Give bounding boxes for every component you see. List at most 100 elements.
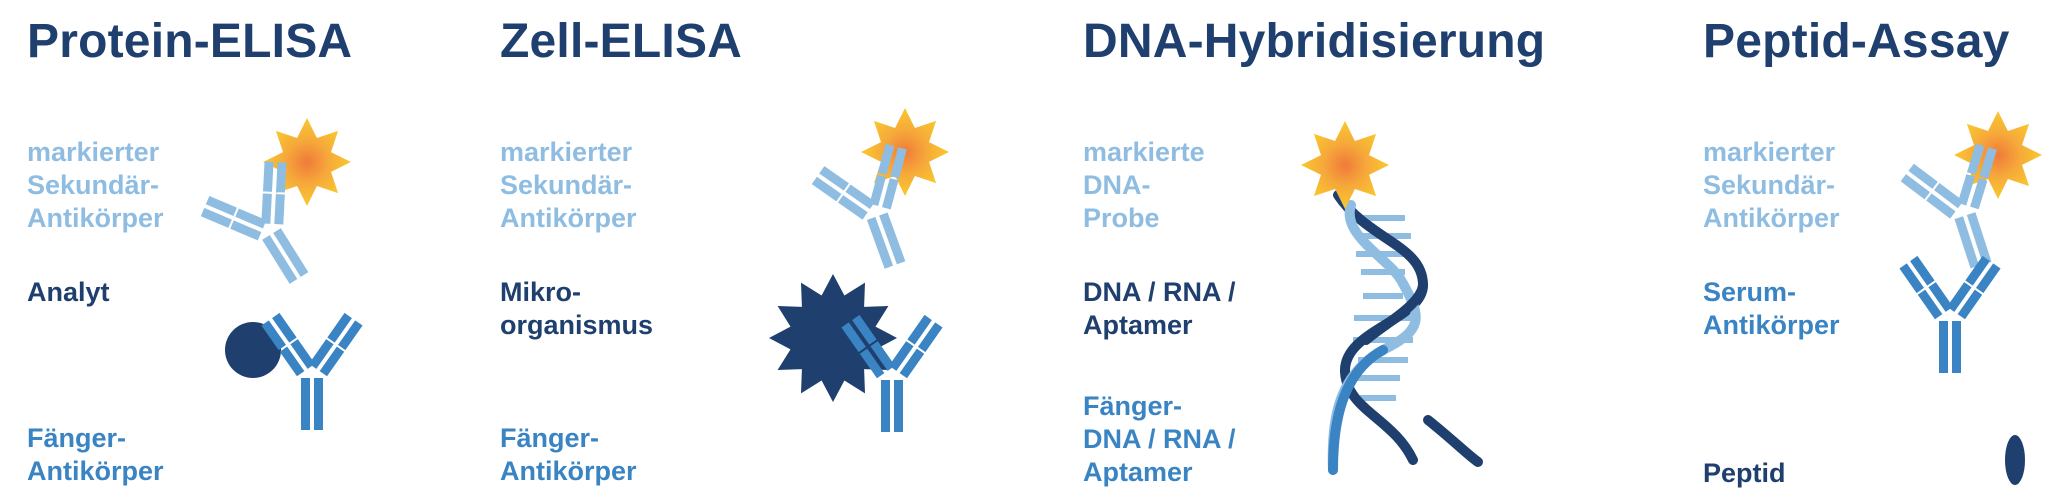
antibody-arm-bar bbox=[852, 314, 877, 345]
antibody-arm-bar bbox=[890, 147, 907, 179]
cell-microorganism-icon bbox=[769, 274, 897, 402]
star-label-icon bbox=[263, 118, 351, 206]
antibody-arm-bar bbox=[1900, 174, 1930, 200]
secondary-antibody-icon bbox=[200, 161, 309, 284]
label-capture-dna: Fänger- DNA / RNA / Aptamer bbox=[1083, 391, 1236, 487]
label-secondary-antibody: markierter Sekundär- Antikörper bbox=[27, 137, 164, 233]
antibody-arm-bar bbox=[1917, 289, 1943, 320]
antibody-arm-bar bbox=[235, 208, 267, 229]
label-capture-antibody: Fänger- Antikörper bbox=[500, 423, 637, 486]
label-microorganism: Mikro- organismus bbox=[500, 277, 654, 340]
label-serum-antibody: Serum- Antikörper bbox=[1703, 277, 1840, 340]
antibody-arm-bar bbox=[262, 161, 274, 192]
antibody-hinge bbox=[1939, 317, 1961, 321]
antibody-arm-bar bbox=[230, 220, 262, 241]
star-label-icon bbox=[1301, 121, 1389, 209]
antibody-arm-right bbox=[888, 314, 943, 379]
capture-antibody-icon bbox=[261, 312, 363, 430]
antibody-arm-bar bbox=[837, 195, 868, 220]
antibody-arm-bar bbox=[275, 162, 287, 193]
antibody-arm-bar bbox=[870, 341, 896, 371]
panel-zell-elisa: Zell-ELISA markierter Sekundär- Antikörp… bbox=[500, 0, 960, 503]
antibody-stem-bar bbox=[301, 378, 310, 430]
antibody-arm-bar bbox=[882, 178, 899, 210]
antibody-arm-bar bbox=[1975, 263, 2001, 294]
dna-base-pair bbox=[1353, 337, 1413, 343]
antibody-arm-bar bbox=[1965, 255, 1990, 286]
antibody-arm-bar bbox=[261, 320, 287, 351]
antibody-arm-left bbox=[1900, 163, 1964, 219]
dna-base-pair bbox=[1356, 375, 1400, 381]
antibody-arm-bar bbox=[841, 322, 867, 353]
protein-elisa-illustration bbox=[200, 118, 363, 430]
antibody-arm-bar bbox=[819, 166, 849, 191]
antibody-arm-bar bbox=[917, 322, 943, 353]
secondary-antibody-icon bbox=[1900, 143, 1997, 269]
antibody-arm-bar bbox=[899, 348, 925, 379]
secondary-antibody-icon bbox=[811, 143, 907, 269]
serum-antibody-icon bbox=[1899, 255, 2001, 373]
antibody-stem-bar bbox=[894, 380, 903, 432]
antibody-arm-left bbox=[261, 312, 316, 377]
panel-protein-elisa: Protein-ELISA markierter Sekundär- Antik… bbox=[27, 0, 447, 503]
antibody-stem-bar bbox=[1954, 216, 1980, 269]
capture-antibody-icon bbox=[841, 314, 943, 432]
dna-base-pair bbox=[1361, 215, 1405, 221]
antibody-arm-bar bbox=[200, 207, 232, 228]
antibody-arm-bar bbox=[1899, 263, 1925, 294]
antibody-hinge bbox=[301, 374, 323, 378]
label-dna-rna-aptamer: DNA / RNA / Aptamer bbox=[1083, 277, 1236, 340]
antibody-hinge bbox=[881, 376, 903, 380]
peptide-icon bbox=[2005, 435, 2025, 485]
antibody-arm-bar bbox=[1967, 143, 1985, 175]
antibody-arm-bar bbox=[290, 339, 316, 369]
panel-peptid-assay: Peptid-Assay markierter Sekundär- Antikö… bbox=[1703, 0, 2063, 503]
antibody-arm-bar bbox=[205, 195, 237, 216]
antibody-stem-bar bbox=[1966, 212, 1992, 265]
label-secondary-antibody: markierter Sekundär- Antikörper bbox=[1703, 137, 1840, 233]
star-label-icon bbox=[1954, 111, 2042, 199]
panel-title: Zell-ELISA bbox=[500, 15, 743, 68]
antibody-stem-bar bbox=[866, 216, 894, 269]
label-dna-probe: markierte DNA- Probe bbox=[1083, 137, 1205, 233]
antibody-arm-left bbox=[200, 195, 267, 241]
antibody-arm-bar bbox=[1928, 282, 1954, 312]
antibody-arm-left bbox=[811, 166, 876, 220]
antibody-arm-bar bbox=[327, 312, 352, 343]
label-analyte: Analyt bbox=[27, 277, 110, 307]
antibody-arm-right bbox=[308, 312, 363, 377]
dna-base-pair bbox=[1360, 395, 1396, 401]
antibody-arm-bar bbox=[1957, 174, 1976, 206]
antibody-arm-right bbox=[869, 143, 907, 210]
antibody-arm-bar bbox=[1946, 282, 1972, 312]
antibody-arm-bar bbox=[1926, 193, 1956, 219]
antibody-arm-bar bbox=[811, 176, 842, 202]
dna-hybridisierung-illustration bbox=[1301, 121, 1483, 475]
antibody-stem-bar bbox=[262, 234, 298, 284]
antibody-arm-left bbox=[1899, 255, 1954, 320]
zell-elisa-illustration bbox=[769, 108, 949, 432]
antibody-stem-bar bbox=[1939, 321, 1948, 373]
panel-title: Peptid-Assay bbox=[1703, 15, 2010, 68]
antibody-arm-bar bbox=[907, 314, 932, 345]
panel-dna-hybridisierung: DNA-Hybridisierung markierte DNA- Probe … bbox=[1083, 0, 1546, 503]
analyte-sphere-icon bbox=[225, 322, 281, 378]
dna-base-pair bbox=[1361, 269, 1405, 275]
antibody-arm-bar bbox=[279, 346, 305, 377]
antibody-arm-bar bbox=[888, 341, 914, 371]
panel-title: DNA-Hybridisierung bbox=[1083, 15, 1546, 68]
peptid-assay-illustration bbox=[1899, 111, 2042, 485]
antibody-hinge bbox=[1953, 208, 1976, 219]
antibody-arm-bar bbox=[1979, 147, 1997, 179]
dna-helix-icon bbox=[1327, 190, 1483, 475]
antibody-arm-bar bbox=[337, 320, 363, 351]
antibody-arm-left bbox=[841, 314, 896, 379]
antibody-arm-bar bbox=[272, 312, 297, 343]
antibody-stem-bar bbox=[314, 378, 323, 430]
antibody-arm-bar bbox=[1933, 182, 1964, 209]
antibody-stem-bar bbox=[881, 380, 890, 432]
antibody-arm-bar bbox=[869, 174, 886, 207]
antibody-arm-right bbox=[1946, 255, 2001, 320]
antibody-arm-right bbox=[261, 161, 287, 225]
antibody-arm-bar bbox=[1908, 163, 1938, 189]
